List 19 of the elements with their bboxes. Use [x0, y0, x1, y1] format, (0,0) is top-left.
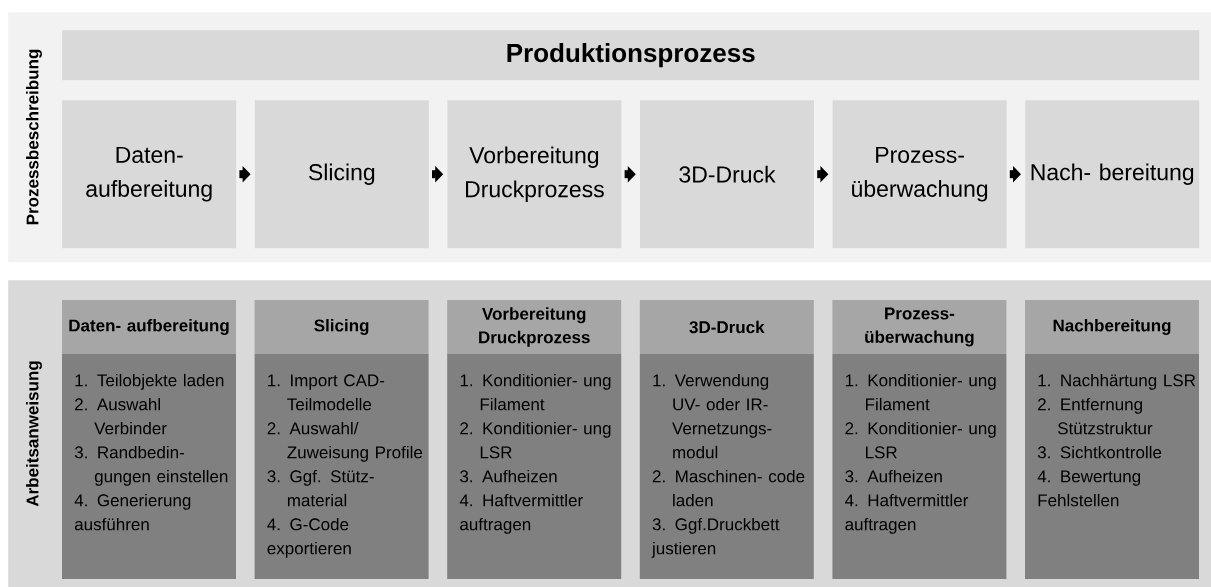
instruction-card: Daten- aufbereitung 1. Teilobjekte laden 2. Auswahl Verbinder 3. Randbedin- gungen einstellen 4. Generierung ausführen — [62, 300, 236, 579]
process-box: Vorbereitung Druckprozess — [447, 100, 622, 249]
instruction-card: Vorbereitung Druckprozess 1. Konditionier- ung Filament 2. Konditionier- ung LSR 3. Aufheizen 4. Haftvermittler auftragen — [447, 300, 622, 579]
node-label: Daten- aufbereitung — [69, 319, 229, 335]
instruction-card: Prozess- überwachung 1. Konditionier- ung Filament 2. Konditionier- ung LSR 3. Aufheizen 4. Haftvermittler auftragen — [832, 300, 1007, 579]
process-box: 3D-Druck — [640, 100, 814, 249]
title-bar: Produktionsprozess — [62, 30, 1200, 81]
process-box: Prozess- überwachung — [832, 100, 1007, 249]
process-box: Nach- bereitung — [1025, 100, 1200, 249]
node-label: Prozess- überwachung — [865, 307, 974, 347]
instruction-card: Nachbereitung 1. Nachhärtung LSR 2. Entfernung Stützstruktur 3. Sichtkontrolle 4. Bewertung Fehlstellen — [1025, 300, 1199, 579]
instruction-card: 3D-Druck 1. Verwendung UV- oder IR- Vernetzungs- modul 2. Maschinen- code laden 3. Ggf.Druckbett justieren — [639, 300, 814, 579]
process-box: Slicing — [254, 100, 429, 249]
instruction-card: Slicing 1. Import CAD- Teilmodelle 2. Auswahl/ Zuweisung Profile 3. Ggf. Stütz- material 4. G-Code exportieren — [254, 300, 429, 579]
node-label: Slicing — [314, 319, 369, 335]
node-label: 3D-Druck — [689, 320, 765, 334]
process-box: Daten- aufbereitung — [62, 100, 237, 249]
node-label: Nachbereitung — [1053, 319, 1171, 335]
node-label: Vorbereitung Druckprozess — [479, 307, 590, 347]
